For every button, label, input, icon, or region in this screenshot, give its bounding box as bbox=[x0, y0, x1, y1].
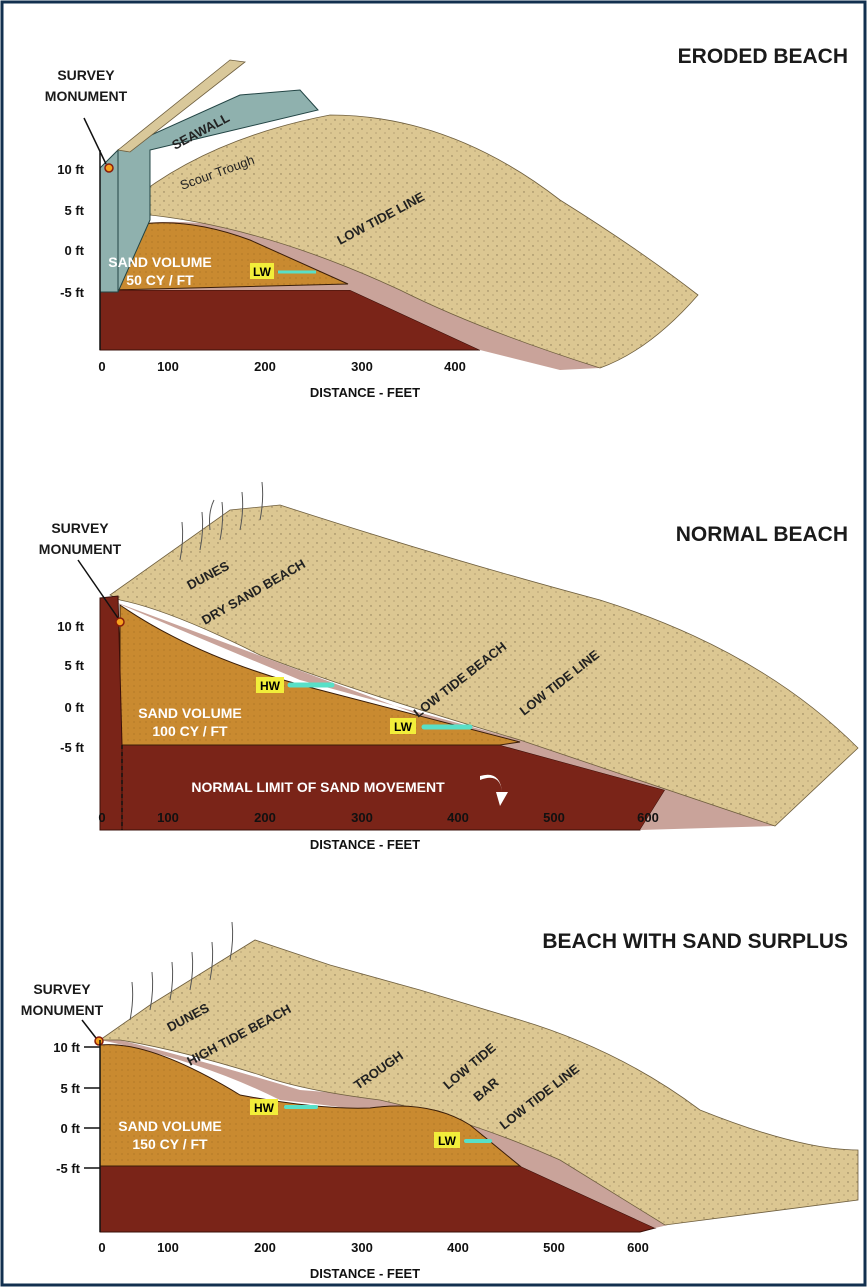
monument-pointer bbox=[83, 117, 107, 165]
sand-volume-value: 50 CY / FT bbox=[126, 272, 194, 288]
sand-volume-value: 150 CY / FT bbox=[132, 1136, 208, 1152]
survey-monument-label: MONUMENT bbox=[21, 1002, 104, 1018]
x-tick-label: 100 bbox=[157, 1240, 179, 1255]
x-tick-label: 300 bbox=[351, 810, 373, 825]
hw-label: HW bbox=[260, 679, 281, 693]
beach-sand-surface bbox=[109, 504, 859, 827]
x-tick-label: 500 bbox=[543, 810, 565, 825]
lw-label: LW bbox=[394, 720, 413, 734]
x-axis-label: DISTANCE - FEET bbox=[310, 837, 420, 852]
beach-sand-surface bbox=[119, 114, 699, 369]
survey-monument-label: SURVEY bbox=[51, 520, 109, 536]
survey-monument-label: MONUMENT bbox=[45, 88, 128, 104]
y-tick-label: 5 ft bbox=[65, 203, 85, 218]
panel-title: ERODED BEACH bbox=[678, 45, 848, 68]
x-axis-label: DISTANCE - FEET bbox=[310, 1266, 420, 1281]
y-tick-label: 0 ft bbox=[65, 700, 85, 715]
x-tick-label: 300 bbox=[351, 1240, 373, 1255]
x-tick-label: 400 bbox=[447, 1240, 469, 1255]
x-tick-label: 400 bbox=[447, 810, 469, 825]
survey-monument-marker bbox=[94, 1036, 104, 1046]
x-tick-label: 100 bbox=[157, 359, 179, 374]
monument-pointer bbox=[81, 1019, 97, 1039]
normal-limit-label: NORMAL LIMIT OF SAND MOVEMENT bbox=[191, 779, 445, 795]
y-tick-label: -5 ft bbox=[56, 1161, 81, 1176]
curved-arrow-icon bbox=[480, 774, 508, 806]
x-tick-label: 600 bbox=[637, 810, 659, 825]
y-tick-label: 0 ft bbox=[61, 1121, 81, 1136]
sand-volume-label: SAND VOLUME bbox=[138, 705, 241, 721]
survey-monument-marker bbox=[104, 163, 114, 173]
dune-grass bbox=[129, 921, 234, 1021]
x-tick-label: 500 bbox=[543, 1240, 565, 1255]
panel-title: NORMAL BEACH bbox=[676, 523, 848, 546]
x-axis-label: DISTANCE - FEET bbox=[310, 385, 420, 400]
lw-label: LW bbox=[253, 265, 272, 279]
x-tick-label: 0 bbox=[98, 359, 105, 374]
beach-sand-surface bbox=[98, 939, 859, 1226]
panel-normal-beach: NORMAL BEACH SURVEY MONUMENT DUNES DRY S… bbox=[39, 481, 859, 852]
y-tick-label: 5 ft bbox=[65, 658, 85, 673]
seawall-cap bbox=[117, 59, 246, 153]
x-tick-label: 0 bbox=[98, 810, 105, 825]
sand-volume-layer bbox=[119, 604, 521, 746]
survey-monument-marker bbox=[115, 617, 125, 627]
panel-title: BEACH WITH SAND SURPLUS bbox=[542, 930, 848, 953]
x-tick-label: 200 bbox=[254, 810, 276, 825]
y-tick-label: -5 ft bbox=[60, 285, 85, 300]
y-tick-label: 10 ft bbox=[57, 619, 84, 634]
hw-badge bbox=[250, 1099, 278, 1115]
lw-badge bbox=[434, 1132, 460, 1148]
x-tick-label: 100 bbox=[157, 810, 179, 825]
panel-sand-surplus: BEACH WITH SAND SURPLUS SURVEY MONUMENT … bbox=[21, 921, 859, 1281]
y-tick-label: 5 ft bbox=[61, 1081, 81, 1096]
sand-volume-label: SAND VOLUME bbox=[108, 254, 211, 270]
bedrock-cliff bbox=[99, 595, 123, 831]
y-tick-label: 10 ft bbox=[57, 162, 84, 177]
x-tick-label: 400 bbox=[444, 359, 466, 374]
sand-volume-label: SAND VOLUME bbox=[118, 1118, 221, 1134]
hw-badge bbox=[256, 677, 284, 693]
survey-monument-label: SURVEY bbox=[57, 67, 115, 83]
seawall-top bbox=[117, 89, 319, 293]
survey-monument-label: SURVEY bbox=[33, 981, 91, 997]
lw-badge bbox=[390, 718, 416, 734]
lw-badge bbox=[250, 263, 274, 279]
y-tick-label: 10 ft bbox=[53, 1040, 80, 1055]
monument-pointer bbox=[77, 559, 119, 619]
x-tick-label: 600 bbox=[627, 1240, 649, 1255]
lw-label: LW bbox=[438, 1134, 457, 1148]
hw-label: HW bbox=[254, 1101, 275, 1115]
sand-volume-value: 100 CY / FT bbox=[152, 723, 228, 739]
dune-grass bbox=[179, 481, 264, 561]
x-tick-label: 0 bbox=[98, 1240, 105, 1255]
y-tick-label: 0 ft bbox=[65, 243, 85, 258]
wet-sand-band bbox=[110, 600, 775, 830]
survey-monument-label: MONUMENT bbox=[39, 541, 122, 557]
x-tick-label: 200 bbox=[254, 359, 276, 374]
y-tick-label: -5 ft bbox=[60, 740, 85, 755]
x-tick-label: 200 bbox=[254, 1240, 276, 1255]
x-tick-label: 300 bbox=[351, 359, 373, 374]
